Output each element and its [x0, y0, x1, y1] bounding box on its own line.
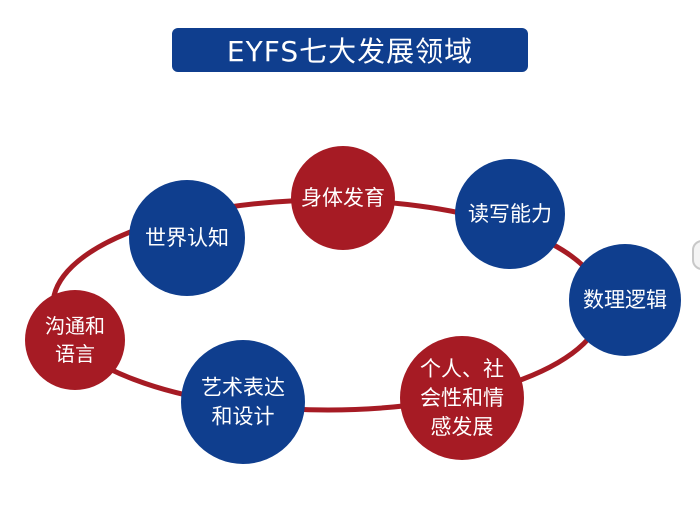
domain-node-shijie: 世界认知 — [129, 180, 245, 296]
domain-circle — [455, 159, 565, 269]
domain-label-line: 沟通和 — [45, 314, 105, 338]
domain-node-shenti: 身体发育 — [291, 146, 395, 250]
domain-label-line: 世界认知 — [145, 226, 229, 250]
domain-circle — [400, 336, 524, 460]
domain-label-line: 语言 — [55, 342, 95, 366]
domain-label-line: 个人、社 — [420, 357, 504, 381]
domain-label-line: 感发展 — [431, 415, 494, 439]
domain-node-shuli: 数理逻辑 — [569, 244, 681, 356]
domain-circle — [291, 146, 395, 250]
domain-node-duxie: 读写能力 — [455, 159, 565, 269]
domain-circle — [181, 340, 305, 464]
domain-label-line: 数理逻辑 — [583, 288, 667, 312]
scroll-handle[interactable] — [692, 240, 700, 270]
domain-circle — [25, 290, 125, 390]
page-title: EYFS七大发展领域 — [226, 35, 474, 68]
domain-circle — [569, 244, 681, 356]
domain-label-line: 身体发育 — [301, 186, 385, 210]
title-banner: EYFS七大发展领域 — [172, 28, 528, 72]
domain-label-line: 读写能力 — [468, 202, 552, 226]
domain-circle — [129, 180, 245, 296]
domain-label-line: 和设计 — [212, 404, 275, 428]
domain-label-line: 艺术表达 — [201, 376, 285, 400]
domain-label-line: 会性和情 — [420, 386, 504, 410]
